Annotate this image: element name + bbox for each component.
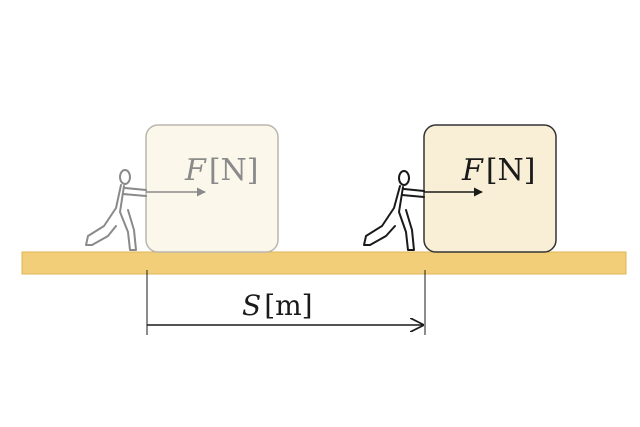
person-pushing-icon [85,169,147,251]
force-label-final: F[N] [461,153,536,188]
distance-label: S[m] [242,289,313,322]
person-pushing-icon [363,170,425,251]
box-final-position [423,124,557,253]
force-label-initial: F[N] [184,153,259,188]
box-initial-position [145,124,279,253]
ground [21,251,627,275]
